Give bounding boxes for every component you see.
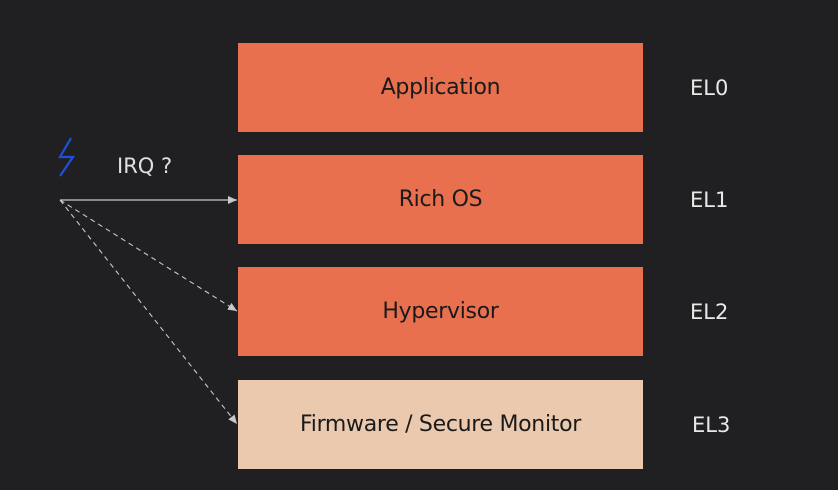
layer-hypervisor: Hypervisor xyxy=(238,267,643,356)
layer-rich-os: Rich OS xyxy=(238,155,643,244)
irq-label: IRQ ? xyxy=(117,154,173,178)
exception-level-el3: EL3 xyxy=(692,413,731,437)
layer-application: Application xyxy=(238,43,643,132)
layer-label: Application xyxy=(380,75,501,100)
irq-arrow-hypervisor xyxy=(59,199,238,312)
layer-firmware-secure-monitor: Firmware / Secure Monitor xyxy=(238,380,643,469)
exception-level-el1: EL1 xyxy=(690,188,729,212)
layer-label: Firmware / Secure Monitor xyxy=(300,412,581,437)
layer-label: Rich OS xyxy=(398,187,483,212)
layer-label: Hypervisor xyxy=(382,299,499,324)
lightning-bolt-icon xyxy=(58,137,76,177)
exception-level-el2: EL2 xyxy=(690,300,729,324)
irq-arrow-firmware xyxy=(59,199,238,425)
exception-level-el0: EL0 xyxy=(690,76,729,100)
